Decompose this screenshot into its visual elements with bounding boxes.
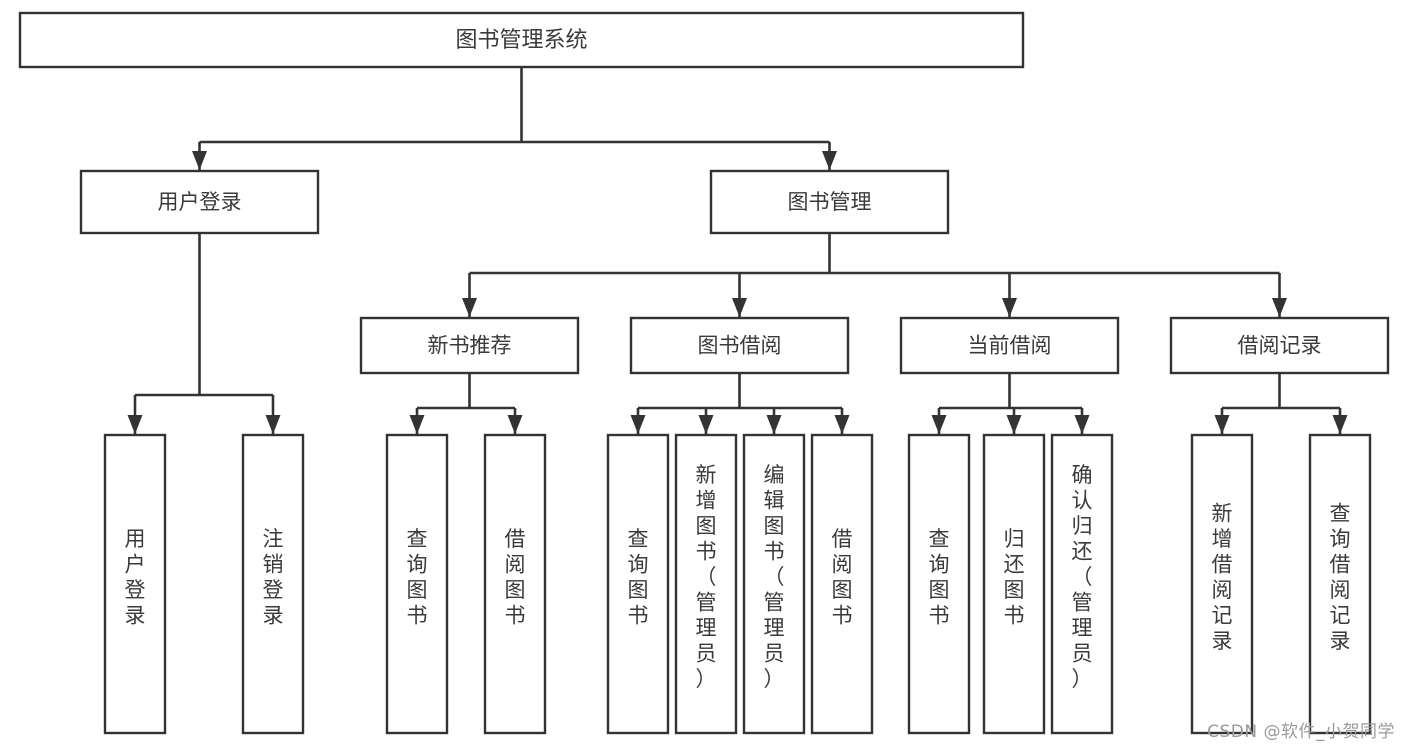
arrowhead-icon [192, 151, 207, 170]
level3-node-3-box[interactable] [1169, 316, 1390, 375]
leaf-node-4[interactable]: 查询图书 [606, 433, 670, 735]
leaf-node-6-box[interactable] [742, 433, 806, 735]
arrowhead-icon [1272, 298, 1287, 317]
leaf-node-9[interactable]: 归还图书 [982, 433, 1046, 735]
arrowhead-icon [1074, 415, 1090, 434]
leaf-node-7[interactable]: 借阅图书 [810, 433, 874, 735]
leaf-node-10-box[interactable] [1050, 433, 1114, 735]
leaf-node-2[interactable]: 查询图书 [385, 433, 449, 735]
leaf-node-9-label: 归还图书 [1004, 527, 1025, 628]
leaf-node-10[interactable]: 确认归还（管理员） [1050, 433, 1114, 735]
level3-node-0[interactable]: 新书推荐 [359, 316, 580, 375]
leaf-node-5-label: 新增图书（管理员） [696, 463, 717, 691]
arrowhead-icon [698, 415, 714, 434]
level2-node-1-label: 图书管理 [788, 190, 872, 214]
leaf-node-1-box[interactable] [241, 433, 305, 735]
level3-node-0-label: 新书推荐 [428, 334, 512, 358]
leaf-node-4-label: 查询图书 [628, 527, 649, 628]
level3-node-3[interactable]: 借阅记录 [1169, 316, 1390, 375]
arrowhead-icon [732, 298, 747, 317]
root-node[interactable]: 图书管理系统 [18, 11, 1025, 69]
arrowhead-icon [630, 415, 646, 434]
leaf-node-3[interactable]: 借阅图书 [483, 433, 547, 735]
arrowhead-icon [1214, 415, 1230, 434]
arrowhead-icon [127, 415, 143, 434]
arrowhead-icon [766, 415, 782, 434]
arrowhead-icon [462, 298, 477, 317]
arrowhead-icon [1002, 298, 1017, 317]
leaf-node-1-label: 注销登录 [263, 527, 284, 628]
level3-node-2[interactable]: 当前借阅 [899, 316, 1120, 375]
leaf-node-8-label: 查询图书 [929, 527, 950, 628]
leaf-node-0-box[interactable] [103, 433, 167, 735]
leaf-node-11-label: 新增借阅记录 [1212, 501, 1233, 653]
leaf-node-12[interactable]: 查询借阅记录 [1308, 433, 1372, 735]
arrowhead-icon [1006, 415, 1022, 434]
level3-node-1-label: 图书借阅 [698, 334, 782, 358]
leaf-node-8-box[interactable] [907, 433, 971, 735]
arrowhead-icon [822, 151, 837, 170]
level2-node-0-label: 用户登录 [158, 190, 242, 214]
leaf-node-11-box[interactable] [1190, 433, 1254, 735]
leaf-node-9-box[interactable] [982, 433, 1046, 735]
level3-node-1[interactable]: 图书借阅 [629, 316, 850, 375]
level2-node-0-box[interactable] [79, 169, 320, 235]
leaf-node-5-box[interactable] [674, 433, 738, 735]
leaf-node-11[interactable]: 新增借阅记录 [1190, 433, 1254, 735]
leaf-node-12-box[interactable] [1308, 433, 1372, 735]
leaf-node-6[interactable]: 编辑图书（管理员） [742, 433, 806, 735]
leaf-node-5[interactable]: 新增图书（管理员） [674, 433, 738, 735]
watermark-label: CSDN @软件_小贺同学 [1207, 722, 1395, 742]
connector-layer [127, 67, 1348, 434]
level3-node-0-box[interactable] [359, 316, 580, 375]
node-layer: 图书管理系统用户登录图书管理新书推荐图书借阅当前借阅借阅记录用户登录注销登录查询… [18, 11, 1390, 735]
leaf-node-6-label: 编辑图书（管理员） [764, 463, 785, 691]
leaf-node-2-label: 查询图书 [407, 527, 428, 628]
level3-node-3-label: 借阅记录 [1238, 334, 1322, 358]
leaf-node-4-box[interactable] [606, 433, 670, 735]
leaf-node-7-label: 借阅图书 [832, 527, 853, 628]
level2-node-1-box[interactable] [709, 169, 950, 235]
arrowhead-icon [265, 415, 281, 434]
level3-node-2-box[interactable] [899, 316, 1120, 375]
leaf-node-7-box[interactable] [810, 433, 874, 735]
level2-node-0[interactable]: 用户登录 [79, 169, 320, 235]
leaf-node-2-box[interactable] [385, 433, 449, 735]
root-node-box[interactable] [18, 11, 1025, 69]
leaf-node-3-box[interactable] [483, 433, 547, 735]
leaf-node-10-label: 确认归还（管理员） [1072, 463, 1093, 691]
leaf-node-0-label: 用户登录 [125, 527, 146, 628]
root-node-label: 图书管理系统 [455, 28, 587, 53]
arrowhead-icon [507, 415, 523, 434]
level3-node-1-box[interactable] [629, 316, 850, 375]
arrowhead-icon [931, 415, 947, 434]
arrowhead-icon [834, 415, 850, 434]
level3-node-2-label: 当前借阅 [968, 334, 1052, 358]
leaf-node-12-label: 查询借阅记录 [1330, 501, 1351, 653]
leaf-node-8[interactable]: 查询图书 [907, 433, 971, 735]
level2-node-1[interactable]: 图书管理 [709, 169, 950, 235]
arrowhead-icon [409, 415, 425, 434]
arrowhead-icon [1332, 415, 1348, 434]
leaf-node-1[interactable]: 注销登录 [241, 433, 305, 735]
leaf-node-0[interactable]: 用户登录 [103, 433, 167, 735]
leaf-node-3-label: 借阅图书 [505, 527, 526, 628]
